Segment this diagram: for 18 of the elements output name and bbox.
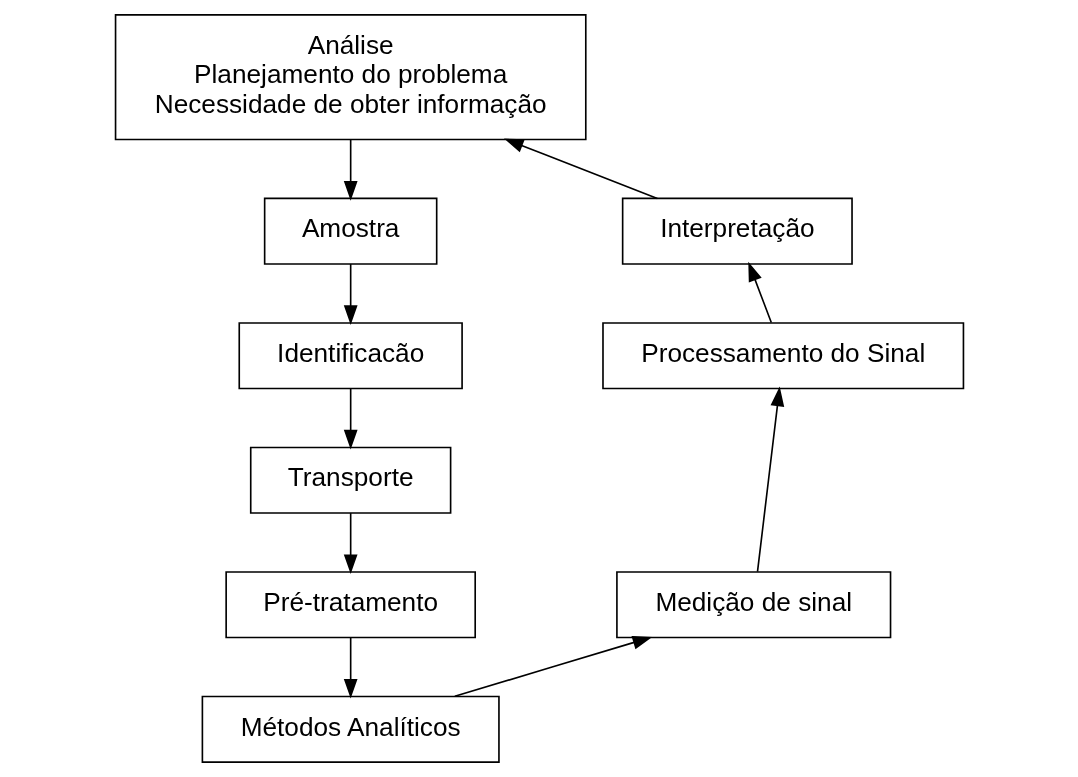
arrow [503,138,658,200]
arrow [343,387,358,450]
arrow [453,636,652,698]
node-box: Métodos Analíticos [201,695,500,763]
node-box: Transporte [249,446,451,514]
arrow [756,386,784,573]
arrow [343,138,358,201]
arrow [747,261,772,324]
arrow [343,636,358,699]
node-box: Interpretação [621,197,853,265]
node-box: Pré-tratamento [224,571,476,639]
node-box: Identificacão [237,322,463,390]
node-box: Análise Planejamento do problema Necessidade de obter informação [114,14,587,141]
node-box: Processamento do Sinal [601,322,964,390]
node-box: Medição de sinal [615,571,891,639]
arrow [343,263,358,326]
arrow [343,512,358,575]
node-box: Amostra [263,197,437,265]
